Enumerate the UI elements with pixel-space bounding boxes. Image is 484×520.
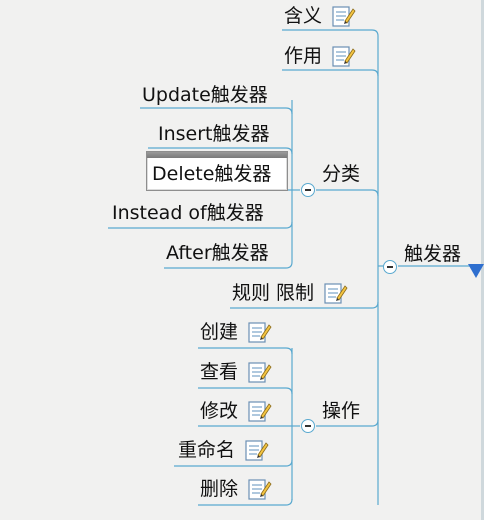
node-purpose-label: 作用 xyxy=(284,45,323,67)
node-rename-label: 重命名 xyxy=(178,439,236,461)
node-operations[interactable]: 操作 xyxy=(322,399,360,423)
operations-collapse-button[interactable] xyxy=(301,419,315,433)
node-after-trigger-label: After触发器 xyxy=(166,242,269,264)
node-update-trigger-label: Update触发器 xyxy=(142,84,268,106)
note-icon[interactable] xyxy=(332,5,356,27)
right-edge-divider xyxy=(481,0,484,520)
node-insteadof-trigger[interactable]: Instead of触发器 xyxy=(112,201,264,225)
node-insert-trigger-label: Insert触发器 xyxy=(158,123,270,145)
node-modify-label: 修改 xyxy=(200,400,239,422)
node-after-trigger[interactable]: After触发器 xyxy=(166,241,269,265)
classification-collapse-button[interactable] xyxy=(301,183,315,197)
note-icon[interactable] xyxy=(248,478,272,500)
node-modify[interactable]: 修改 xyxy=(200,399,272,423)
selected-node-frame xyxy=(146,151,288,191)
node-meaning-label: 含义 xyxy=(284,5,323,27)
root-node-label: 触发器 xyxy=(404,243,462,265)
node-create-label: 创建 xyxy=(200,321,239,343)
node-rules-label: 规则 限制 xyxy=(232,282,315,304)
note-icon[interactable] xyxy=(324,282,348,304)
node-operations-label: 操作 xyxy=(322,400,361,422)
selected-node-handle[interactable] xyxy=(147,152,287,158)
root-node[interactable]: 触发器 xyxy=(404,242,461,266)
node-insert-trigger[interactable]: Insert触发器 xyxy=(158,122,270,146)
node-classification-label: 分类 xyxy=(322,163,361,185)
canvas-anchor-marker xyxy=(468,264,484,278)
node-meaning[interactable]: 含义 xyxy=(284,4,356,28)
node-view[interactable]: 查看 xyxy=(200,360,272,384)
node-delete-label: 删除 xyxy=(200,478,239,500)
node-delete-trigger[interactable]: Delete触发器 xyxy=(152,162,271,186)
node-delete-trigger-label: Delete触发器 xyxy=(152,163,272,185)
note-icon[interactable] xyxy=(248,361,272,383)
node-insteadof-trigger-label: Instead of触发器 xyxy=(112,202,264,224)
note-icon[interactable] xyxy=(248,400,272,422)
node-classification[interactable]: 分类 xyxy=(322,162,360,186)
node-delete[interactable]: 删除 xyxy=(200,477,272,501)
node-update-trigger[interactable]: Update触发器 xyxy=(142,83,268,107)
note-icon[interactable] xyxy=(332,45,356,67)
node-rename[interactable]: 重命名 xyxy=(178,438,269,462)
node-rules[interactable]: 规则 限制 xyxy=(232,281,348,305)
note-icon[interactable] xyxy=(245,439,269,461)
node-purpose[interactable]: 作用 xyxy=(284,44,356,68)
node-view-label: 查看 xyxy=(200,361,239,383)
note-icon[interactable] xyxy=(248,321,272,343)
node-create[interactable]: 创建 xyxy=(200,320,272,344)
root-collapse-button[interactable] xyxy=(383,260,397,274)
